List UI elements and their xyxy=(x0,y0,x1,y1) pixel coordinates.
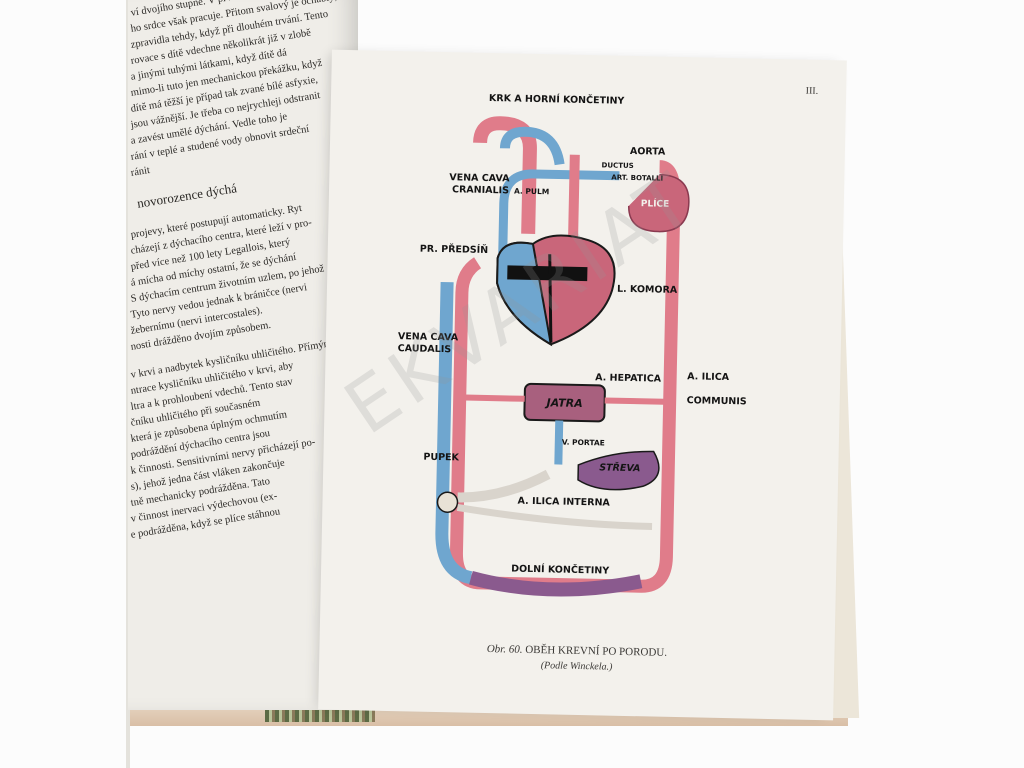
lower-limbs-mixed xyxy=(469,570,643,597)
left-text-line: ránit xyxy=(130,164,151,179)
label-caudalis: CAUDALIS xyxy=(398,343,452,355)
label-lungs: PLÍCE xyxy=(641,197,670,210)
label-ductus: DUCTUS xyxy=(602,161,634,170)
label-a-hepatica: A. HEPATICA xyxy=(595,372,662,384)
intestines xyxy=(577,450,660,491)
section-heading: novorozence dýchá xyxy=(136,180,238,211)
label-communis: COMMUNIS xyxy=(687,395,747,407)
heart-septum xyxy=(548,254,553,343)
a-pulm-vessel xyxy=(498,169,620,254)
label-liver: JATRA xyxy=(544,396,582,410)
label-lower-limbs: DOLNÍ KONČETINY xyxy=(511,563,609,577)
hepatic-vessels xyxy=(459,394,670,405)
navel xyxy=(436,491,459,513)
heart-septum-band xyxy=(507,265,588,282)
label-neck-limbs: KRK A HORNÍ KONČETINY xyxy=(489,92,625,107)
portal-vein xyxy=(554,420,564,465)
label-v-portae: V. PORTAE xyxy=(562,438,605,448)
label-aorta: AORTA xyxy=(630,146,666,158)
lungs xyxy=(628,173,690,233)
label-cranialis: CRANIALIS xyxy=(452,184,509,196)
book-bottom-strip xyxy=(265,708,375,722)
umbilical-cord xyxy=(457,469,551,503)
label-a-ilica: A. ILICA xyxy=(687,371,730,383)
label-vena-cava-caudalis: VENA CAVA xyxy=(398,331,459,343)
figure-number: Obr. 60. xyxy=(486,643,523,656)
label-left-ventricle: L. KOMORA xyxy=(617,284,678,296)
vena-cava-caudalis xyxy=(435,282,473,585)
label-a-ilica-interna: A. ILICA INTERNA xyxy=(517,496,610,509)
circulation-diagram: KRK A HORNÍ KONČETINY AORTA DUCTUS ART. … xyxy=(398,92,747,597)
label-navel: PUPEK xyxy=(423,452,459,464)
label-a-pulm: A. PULM xyxy=(514,187,549,197)
a-ilica-interna-vessel xyxy=(456,503,653,530)
upper-vein-loop xyxy=(499,126,565,166)
label-right-atrium: PR. PŘEDSÍŇ xyxy=(420,243,489,256)
label-intestines: STŘEVA xyxy=(599,462,640,474)
right-page: III. xyxy=(318,49,847,721)
label-vena-cava-cranialis: VENA CAVA xyxy=(449,172,510,184)
heart xyxy=(496,234,616,347)
label-art-botalli: ART. BOTALLI xyxy=(611,174,663,183)
upper-artery-loop xyxy=(473,116,537,234)
